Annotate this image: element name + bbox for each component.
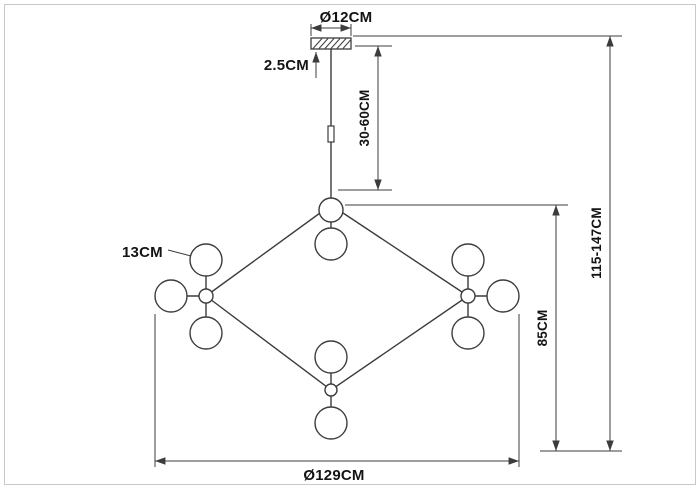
globe (486, 279, 520, 313)
globe (318, 197, 344, 223)
canopy-height-label: 2.5CM (264, 57, 309, 74)
right-globe-cluster (451, 243, 520, 350)
globe (154, 279, 188, 313)
frame-strut-top-right (330, 204, 469, 297)
body-height-label: 85CM (535, 310, 550, 347)
globe (189, 316, 223, 350)
rod-adjustment-label: 30-60CM (357, 90, 372, 147)
drawing-border (4, 4, 696, 485)
hatch-line (318, 38, 329, 49)
dim-canopy-height: 2.5CM (264, 52, 320, 78)
canopy-body (310, 37, 352, 50)
hatch-line (342, 39, 351, 49)
frame-strut-top-left (205, 204, 332, 297)
globe (451, 316, 485, 350)
dim-overall-width: Ø129CM (154, 314, 520, 484)
chandelier (154, 37, 520, 440)
globe (189, 243, 223, 277)
hatch-line (324, 38, 335, 49)
globe (314, 340, 348, 374)
dim-overall-height: 115-147CM (353, 35, 622, 451)
globe (451, 243, 485, 277)
dim-globe-diameter: 13CM (122, 244, 192, 261)
frame-strut-bottom-right (330, 295, 469, 391)
dim-canopy-diameter: Ø12CM (310, 9, 373, 36)
frame-strut-bottom-left (205, 295, 332, 391)
diamond-frame (205, 204, 469, 391)
globe-diameter-label: 13CM (122, 244, 163, 261)
cluster-hub (198, 288, 214, 304)
leader-line (167, 249, 192, 257)
overall-width-label: Ø129CM (303, 467, 364, 484)
ceiling-canopy (310, 37, 352, 50)
dimensions: Ø12CM 2.5CM 30-60CM 13CM 85CM (122, 9, 622, 484)
overall-height-label: 115-147CM (589, 207, 604, 279)
globe (314, 227, 348, 261)
top-globe-cluster (314, 197, 348, 261)
hatch-line (330, 38, 341, 49)
canopy-diameter-label: Ø12CM (320, 9, 373, 26)
bottom-globe-cluster (314, 340, 348, 440)
rod-joint (327, 125, 335, 143)
left-globe-cluster (154, 243, 223, 350)
hatch-line (312, 38, 323, 49)
hatch-line (336, 38, 347, 49)
cluster-hub (324, 383, 338, 397)
dim-body-height: 85CM (345, 204, 622, 452)
dim-rod-adjustment: 30-60CM (338, 45, 392, 191)
canopy-hatching (312, 38, 351, 49)
cluster-hub (460, 288, 476, 304)
globe (314, 406, 348, 440)
